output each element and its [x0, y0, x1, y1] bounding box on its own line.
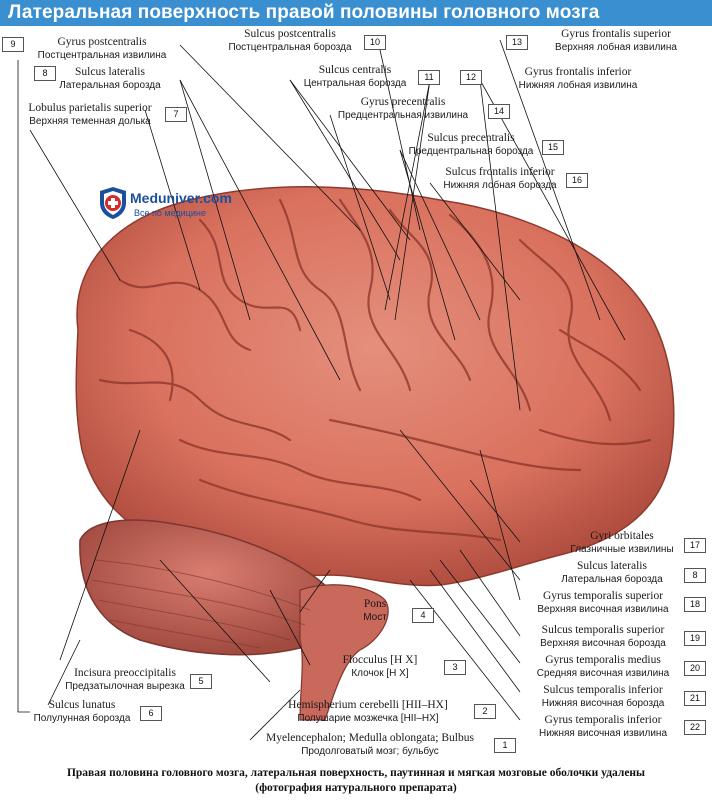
- label-19-number: 19: [684, 631, 706, 646]
- brainstem: [299, 584, 389, 721]
- label-12-number: 12: [460, 70, 482, 85]
- shield-logo-icon: [100, 187, 126, 219]
- logo-tagline: Все по медицине: [134, 208, 206, 218]
- caption-line-1: Правая половина головного мозга, латерал…: [66, 767, 646, 779]
- label-1: Myelencephalon; Medulla oblongata; Bulbu…: [266, 732, 474, 757]
- label-14-number: 14: [488, 104, 510, 119]
- title-bar: Латеральная поверхность правой половины …: [0, 0, 712, 26]
- label-13-number: 13: [506, 35, 528, 50]
- label-18-number: 18: [684, 597, 706, 612]
- meduniver-logo: Meduniver.com Все по медицине: [98, 186, 232, 225]
- label-15-number: 15: [542, 140, 564, 155]
- label-6-number: 6: [140, 706, 162, 721]
- label-2-number: 2: [474, 704, 496, 719]
- label-4-number: 4: [412, 608, 434, 623]
- page-title: Латеральная поверхность правой половины …: [8, 2, 600, 23]
- figure-caption: Правая половина головного мозга, латерал…: [0, 766, 712, 796]
- label-9-number: 9: [2, 37, 24, 52]
- label-20-number: 20: [684, 661, 706, 676]
- label-3-number: 3: [444, 660, 466, 675]
- label-17-number: 17: [684, 538, 706, 553]
- logo-name: Meduniver.com: [130, 190, 232, 206]
- label-16-number: 16: [566, 173, 588, 188]
- caption-line-2: (фотография натурального препарата): [255, 782, 457, 794]
- label-8-bottom-number: 8: [684, 568, 706, 583]
- label-10-number: 10: [364, 35, 386, 50]
- label-8-top-number: 8: [34, 66, 56, 81]
- label-1-number: 1: [494, 738, 516, 753]
- label-7-number: 7: [165, 107, 187, 122]
- label-21-number: 21: [684, 691, 706, 706]
- label-2: Hemispherium cerebelli [HII–HX]Полушарие…: [288, 699, 448, 724]
- label-11-number: 11: [418, 70, 440, 85]
- label-5-number: 5: [190, 674, 212, 689]
- label-22-number: 22: [684, 720, 706, 735]
- label-3: Flocculus [H X]Клочок [H X]: [342, 654, 418, 679]
